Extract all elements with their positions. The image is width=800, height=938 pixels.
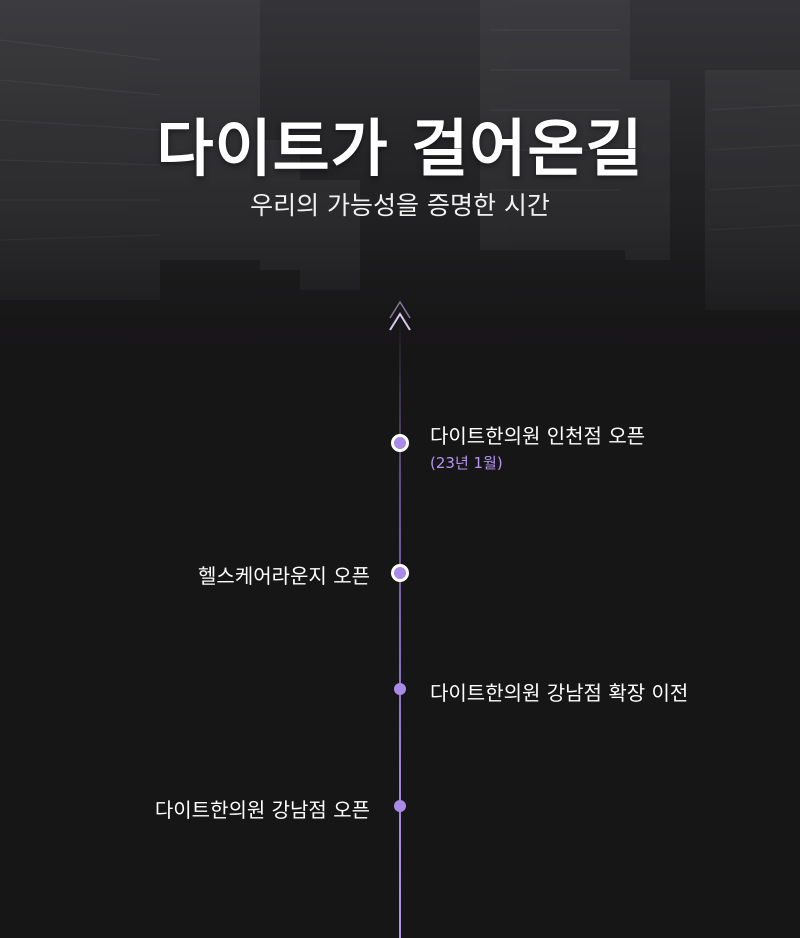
timeline-dot	[394, 683, 406, 695]
timeline-dot	[391, 564, 409, 582]
hero-banner: 다이트가 걸어온길 우리의 가능성을 증명한 시간	[0, 0, 800, 370]
timeline-axis	[399, 318, 401, 938]
timeline-dot	[391, 434, 409, 452]
timeline-event-label: 다이트한의원 강남점 오픈	[154, 798, 370, 822]
timeline-dot	[394, 800, 406, 812]
page-title: 다이트가 걸어온길	[156, 112, 644, 185]
city-skyline-background	[0, 0, 800, 370]
page-subtitle: 우리의 가능성을 증명한 시간	[250, 191, 550, 220]
chevron-up-icon	[389, 300, 411, 331]
timeline-event-date: (23년 1월)	[430, 454, 503, 472]
timeline-event-label: 헬스케어라운지 오픈	[198, 564, 370, 588]
timeline-event-label: 다이트한의원 강남점 확장 이전	[430, 681, 689, 705]
timeline-event-label: 다이트한의원 인천점 오픈	[430, 424, 646, 448]
